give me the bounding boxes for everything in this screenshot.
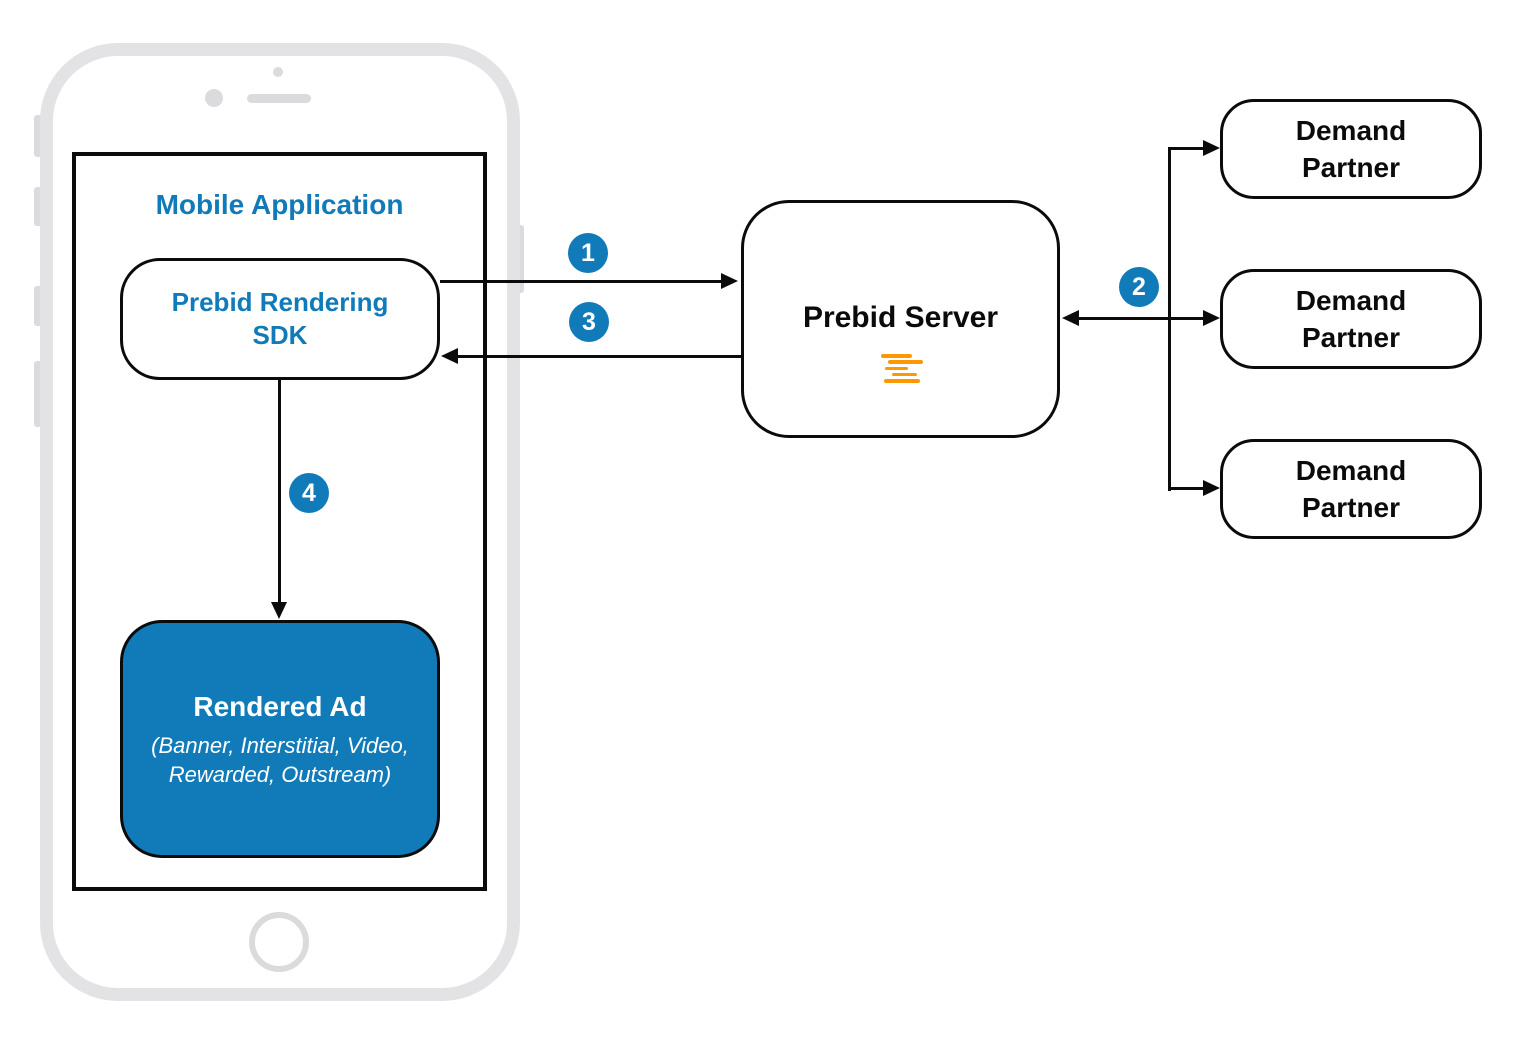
phone-side-button	[34, 361, 42, 427]
demand-partner-1-line1: Demand	[1295, 115, 1407, 146]
phone-power-button	[516, 225, 524, 293]
arrow-server-to-partners	[1076, 317, 1203, 320]
demand-partner-1-line2: Partner	[1301, 152, 1401, 183]
arrow-sdk-to-server	[440, 280, 723, 283]
step-badge-4: 4	[289, 473, 329, 513]
arrowhead-right-icon	[1203, 480, 1220, 496]
phone-home-button	[249, 912, 309, 972]
demand-partner-2-line1: Demand	[1295, 285, 1407, 316]
phone-sensor-dot-icon	[273, 67, 283, 77]
branch-to-partner-3	[1168, 487, 1206, 490]
arrowhead-left-icon	[441, 348, 458, 364]
rendered-ad-subtitle-line2: Rewarded, Outstream)	[168, 762, 392, 787]
branch-to-partner-1	[1168, 147, 1206, 150]
arrowhead-down-icon	[271, 602, 287, 619]
mobile-application-title: Mobile Application	[155, 189, 404, 220]
phone-side-button	[34, 187, 42, 226]
prebid-server-box: Prebid Server	[741, 200, 1060, 438]
demand-partner-2-line2: Partner	[1301, 322, 1401, 353]
phone-speaker-icon	[247, 94, 311, 103]
arrowhead-right-icon	[721, 273, 738, 289]
arrowhead-left-icon	[1062, 310, 1079, 326]
rendered-ad-subtitle-line1: (Banner, Interstitial, Video,	[151, 733, 409, 758]
prebid-server-label: Prebid Server	[802, 301, 999, 334]
arrow-sdk-to-rendered-ad	[278, 380, 281, 603]
demand-partner-3-line1: Demand	[1295, 455, 1407, 486]
phone-side-button	[34, 115, 42, 157]
demand-partner-box-2: Demand Partner	[1220, 269, 1482, 369]
arrow-server-to-sdk	[458, 355, 741, 358]
arrowhead-right-icon	[1203, 140, 1220, 156]
demand-partner-box-1: Demand Partner	[1220, 99, 1482, 199]
prebid-rendering-sdk-box: Prebid Rendering SDK	[120, 258, 440, 380]
sdk-label-line2: SDK	[252, 320, 308, 350]
step-badge-1: 1	[568, 233, 608, 273]
rendered-ad-title: Rendered Ad	[193, 691, 367, 722]
prebid-logo-icon	[881, 354, 925, 387]
arrowhead-right-icon	[1203, 310, 1220, 326]
demand-partner-3-line2: Partner	[1301, 492, 1401, 523]
rendered-ad-box: Rendered Ad (Banner, Interstitial, Video…	[120, 620, 440, 858]
demand-partner-box-3: Demand Partner	[1220, 439, 1482, 539]
partner-fanout-trunk	[1168, 147, 1171, 491]
step-badge-3: 3	[569, 302, 609, 342]
phone-camera-icon	[205, 89, 223, 107]
step-badge-2: 2	[1119, 267, 1159, 307]
phone-side-button	[34, 286, 42, 326]
sdk-label-line1: Prebid Rendering	[171, 287, 389, 317]
